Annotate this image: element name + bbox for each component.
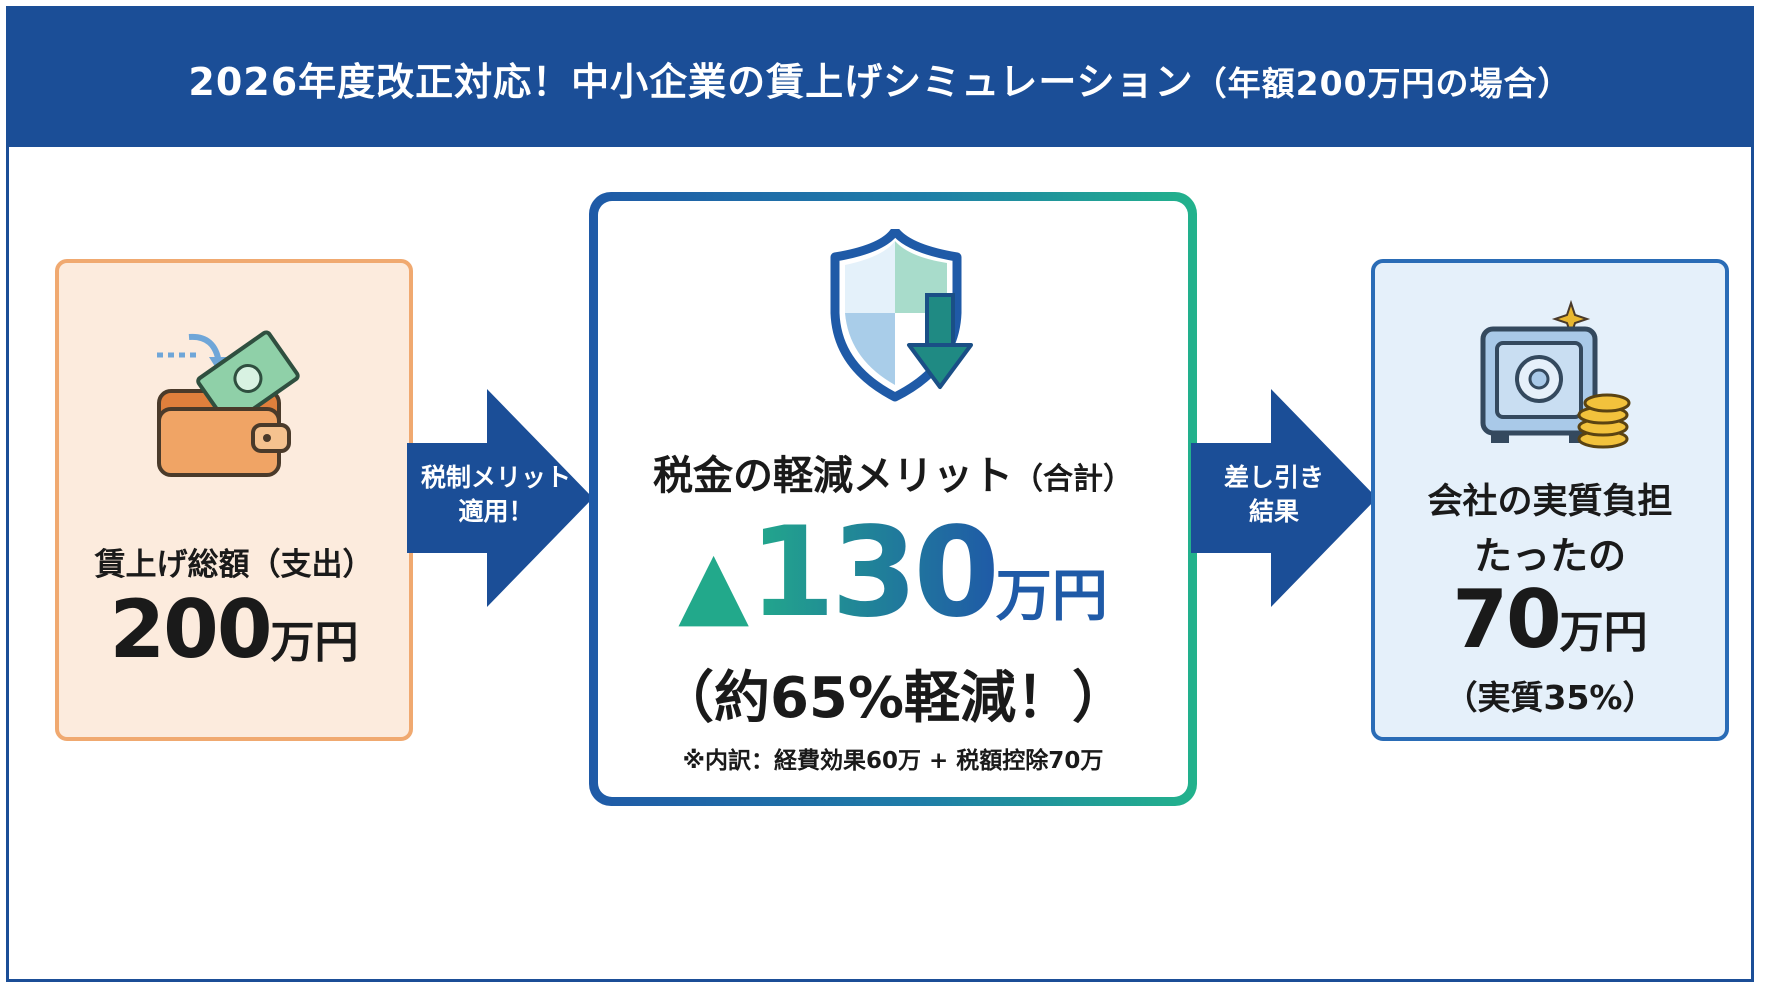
tax-merit-unit: 万円 <box>995 564 1108 629</box>
safe-with-coins-icon <box>1480 299 1631 449</box>
arrow1-line2: 適用！ <box>458 497 534 526</box>
arrow1-line1: 税制メリット <box>421 463 572 492</box>
burden-ratio: （実質35%） <box>1444 678 1656 717</box>
arrow2-line1: 差し引き <box>1223 463 1324 492</box>
arrow-label-tax-merit: 税制メリット 適用！ <box>421 461 571 529</box>
tax-merit-label-paren: （合計） <box>1013 462 1133 497</box>
burden-label: 会社の実質負担 <box>1427 482 1673 522</box>
reduction-ratio: （約65%軽減！） <box>657 666 1129 731</box>
burden-unit: 万円 <box>1559 607 1648 658</box>
tax-merit-label-row: 税金の軽減メリット（合計） <box>598 443 1188 501</box>
arrow-right-icon <box>1191 389 1377 607</box>
tax-merit-amount-row: ▲130万円 <box>598 501 1188 645</box>
wallet-with-money-icon <box>157 330 300 477</box>
title-main: 2026年度改正対応！中小企業の賃上げシミュレーション <box>188 59 1194 104</box>
page-title: 2026年度改正対応！中小企業の賃上げシミュレーション（年額200万円の場合） <box>188 51 1571 106</box>
tax-reduction-card: 税金の軽減メリット（合計） ▲130万円 （約65%軽減！） ※内訳：経費効果6… <box>589 192 1197 806</box>
title-paren: （年額200万円の場合） <box>1193 63 1572 103</box>
actual-burden-card: 会社の実質負担 たったの 70万円 （実質35%） <box>1371 259 1729 741</box>
tax-merit-label: 税金の軽減メリット <box>653 453 1013 499</box>
tax-merit-amount: 130 <box>748 501 1000 645</box>
arrow-right-icon <box>407 389 593 607</box>
header-banner: 2026年度改正対応！中小企業の賃上げシミュレーション（年額200万円の場合） <box>9 9 1751 147</box>
tax-reduction-card-body: 税金の軽減メリット（合計） ▲130万円 （約65%軽減！） ※内訳：経費効果6… <box>598 201 1188 797</box>
expense-unit: 万円 <box>270 617 359 668</box>
arrow2-line2: 結果 <box>1248 497 1299 526</box>
wage-increase-card: 賃上げ総額（支出） 200万円 <box>55 259 413 741</box>
decrease-triangle-icon: ▲ <box>678 530 749 637</box>
burden-amount-row: 70万円 <box>1375 573 1725 666</box>
infographic-frame: 2026年度改正対応！中小企業の賃上げシミュレーション（年額200万円の場合） … <box>6 6 1754 982</box>
breakdown-note: ※内訳：経費効果60万 + 税額控除70万 <box>682 748 1104 774</box>
expense-amount-row: 200万円 <box>59 583 409 676</box>
expense-label: 賃上げ総額（支出） <box>94 547 374 583</box>
burden-amount: 70 <box>1452 573 1561 666</box>
burden-only: たったの <box>1473 534 1626 578</box>
expense-amount: 200 <box>109 583 273 676</box>
shield-down-arrow-icon <box>830 229 973 402</box>
arrow-label-net-result: 差し引き 結果 <box>1199 461 1349 529</box>
